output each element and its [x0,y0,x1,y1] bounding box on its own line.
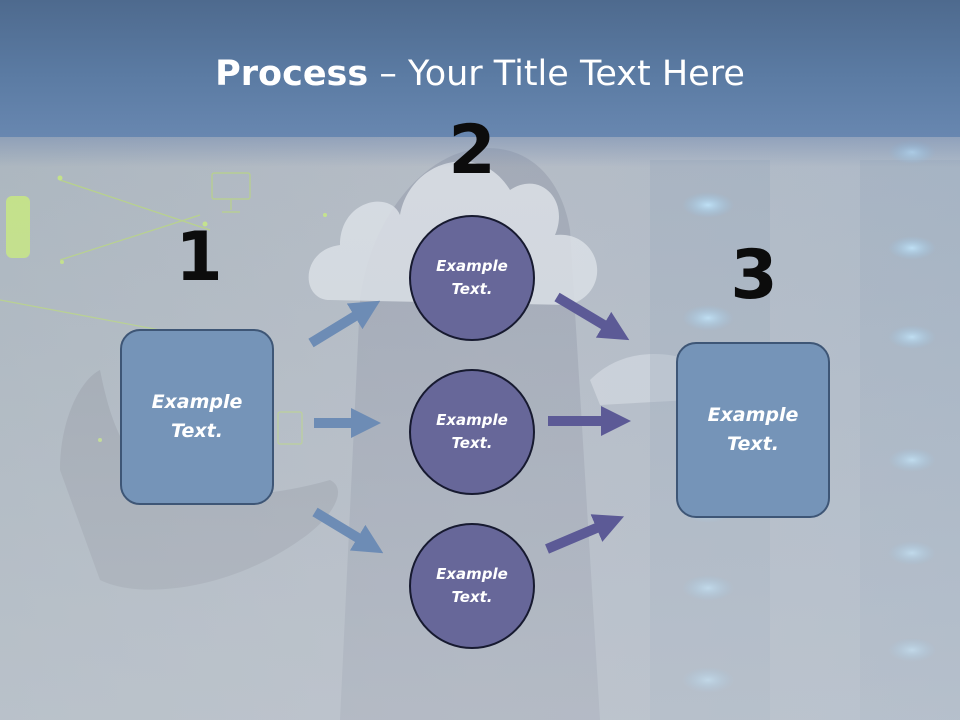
step-2-text-top: Example Text. [436,257,508,298]
step-3-box: Example Text. [676,342,830,518]
slide-title: Process – Your Title Text Here [0,52,960,96]
step-1-box: Example Text. [120,329,274,505]
title-bold: Process [215,54,369,94]
step-3-text: Example Text. [707,404,799,455]
arrow-1-to-2a [308,300,381,348]
arrow-2c-to-3 [545,514,625,554]
step-number-3: 3 [730,236,778,315]
step-2-circle-middle: Example Text. [409,369,535,495]
step-1-text: Example Text. [151,391,243,442]
step-2-circle-top: Example Text. [409,215,535,341]
header-bar [0,0,960,137]
step-2-text-bottom: Example Text. [436,565,508,606]
arrow-2a-to-3 [554,292,630,341]
step-2-text-middle: Example Text. [436,411,508,452]
arrow-1-to-2c [312,507,384,554]
header-shadow [0,137,960,167]
title-rest: – Your Title Text Here [368,54,745,94]
step-number-2: 2 [448,111,496,190]
step-2-circle-bottom: Example Text. [409,523,535,649]
step-number-1: 1 [175,218,223,297]
